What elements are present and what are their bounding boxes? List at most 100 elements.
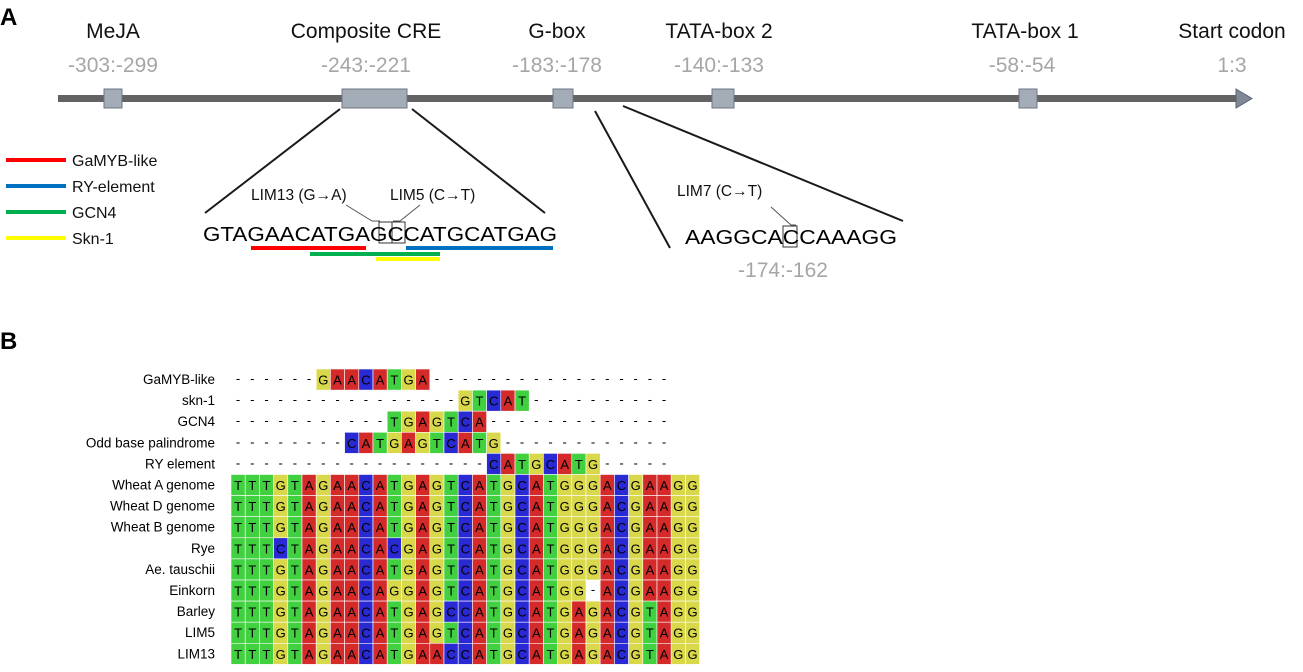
- base-letter: C: [517, 626, 526, 641]
- base-letter: T: [390, 478, 398, 493]
- base-letter: A: [660, 584, 669, 599]
- base-letter: A: [347, 520, 356, 535]
- base-letter: T: [547, 584, 555, 599]
- base-letter: C: [276, 541, 285, 556]
- gap-mark: -: [548, 434, 552, 449]
- base-letter: C: [461, 626, 470, 641]
- base-letter: A: [646, 584, 655, 599]
- base-letter: T: [291, 478, 299, 493]
- base-letter: T: [234, 562, 242, 577]
- base-letter: T: [248, 499, 256, 514]
- base-letter: A: [603, 520, 612, 535]
- gap-mark: -: [378, 392, 382, 407]
- alignment-row-label: Wheat A genome: [112, 478, 215, 493]
- base-letter: A: [646, 478, 655, 493]
- base-letter: A: [347, 584, 356, 599]
- base-letter: A: [532, 478, 541, 493]
- base-letter: A: [376, 605, 385, 620]
- lim7-site-box: [782, 225, 798, 248]
- gap-mark: -: [619, 455, 623, 470]
- base-letter: C: [617, 562, 626, 577]
- base-letter: T: [433, 436, 441, 451]
- base-letter: C: [617, 478, 626, 493]
- base-letter: G: [560, 605, 570, 620]
- base-letter: A: [418, 499, 427, 514]
- gap-mark: -: [449, 455, 453, 470]
- base-letter: G: [318, 562, 328, 577]
- base-letter: G: [560, 584, 570, 599]
- base-letter: G: [432, 541, 442, 556]
- base-letter: C: [617, 541, 626, 556]
- base-letter: T: [646, 626, 654, 641]
- gbox-zoom-line-left: [594, 110, 671, 249]
- gap-mark: -: [563, 413, 567, 428]
- alignment-row-label: skn-1: [182, 393, 215, 408]
- gap-mark: -: [662, 455, 666, 470]
- gap-mark: -: [293, 413, 297, 428]
- base-letter: G: [318, 499, 328, 514]
- base-letter: G: [318, 605, 328, 620]
- base-letter: G: [531, 457, 541, 472]
- base-letter: A: [504, 457, 513, 472]
- base-letter: C: [361, 605, 370, 620]
- base-letter: T: [447, 478, 455, 493]
- base-letter: T: [291, 605, 299, 620]
- base-letter: A: [376, 647, 385, 662]
- element-position-g-box: -183:-178: [512, 54, 602, 77]
- gap-mark: -: [577, 434, 581, 449]
- alignment-row-label: Ae. tauschii: [145, 562, 215, 577]
- base-letter: T: [390, 499, 398, 514]
- base-cell: [685, 642, 700, 665]
- alignment-row-label: Odd base palindrome: [86, 435, 215, 450]
- gap-mark: -: [321, 455, 325, 470]
- lim7-leader: [770, 206, 796, 226]
- base-letter: G: [318, 373, 328, 388]
- gap-mark: -: [236, 413, 240, 428]
- base-letter: A: [660, 562, 669, 577]
- base-letter: T: [291, 541, 299, 556]
- base-letter: A: [418, 541, 427, 556]
- base-letter: C: [361, 520, 370, 535]
- base-letter: G: [403, 562, 413, 577]
- base-letter: T: [547, 478, 555, 493]
- base-letter: G: [673, 520, 683, 535]
- base-letter: A: [376, 562, 385, 577]
- base-letter: G: [687, 541, 697, 556]
- base-letter: G: [631, 541, 641, 556]
- base-letter: G: [503, 562, 513, 577]
- base-letter: G: [276, 626, 286, 641]
- base-letter: A: [532, 584, 541, 599]
- base-letter: T: [248, 626, 256, 641]
- base-letter: A: [475, 499, 484, 514]
- gap-mark: -: [264, 371, 268, 386]
- base-letter: T: [234, 499, 242, 514]
- base-letter: T: [234, 478, 242, 493]
- base-letter: A: [575, 605, 584, 620]
- gap-mark: -: [619, 434, 623, 449]
- base-letter: T: [447, 562, 455, 577]
- gap-mark: -: [264, 413, 268, 428]
- gap-mark: -: [307, 413, 311, 428]
- base-letter: A: [333, 584, 342, 599]
- gap-mark: -: [449, 392, 453, 407]
- element-name-tata-box-2: TATA-box 2: [665, 20, 772, 43]
- element-position-start-codon: 1:3: [1217, 54, 1246, 77]
- base-letter: A: [305, 541, 314, 556]
- base-letter: G: [276, 584, 286, 599]
- base-letter: C: [461, 541, 470, 556]
- base-letter: T: [291, 647, 299, 662]
- gap-mark: -: [236, 392, 240, 407]
- base-letter: C: [546, 457, 555, 472]
- base-letter: T: [291, 626, 299, 641]
- base-letter: G: [560, 499, 570, 514]
- gap-mark: -: [563, 392, 567, 407]
- gap-mark: -: [591, 392, 595, 407]
- base-letter: T: [291, 562, 299, 577]
- gap-mark: -: [477, 455, 481, 470]
- base-letter: A: [660, 478, 669, 493]
